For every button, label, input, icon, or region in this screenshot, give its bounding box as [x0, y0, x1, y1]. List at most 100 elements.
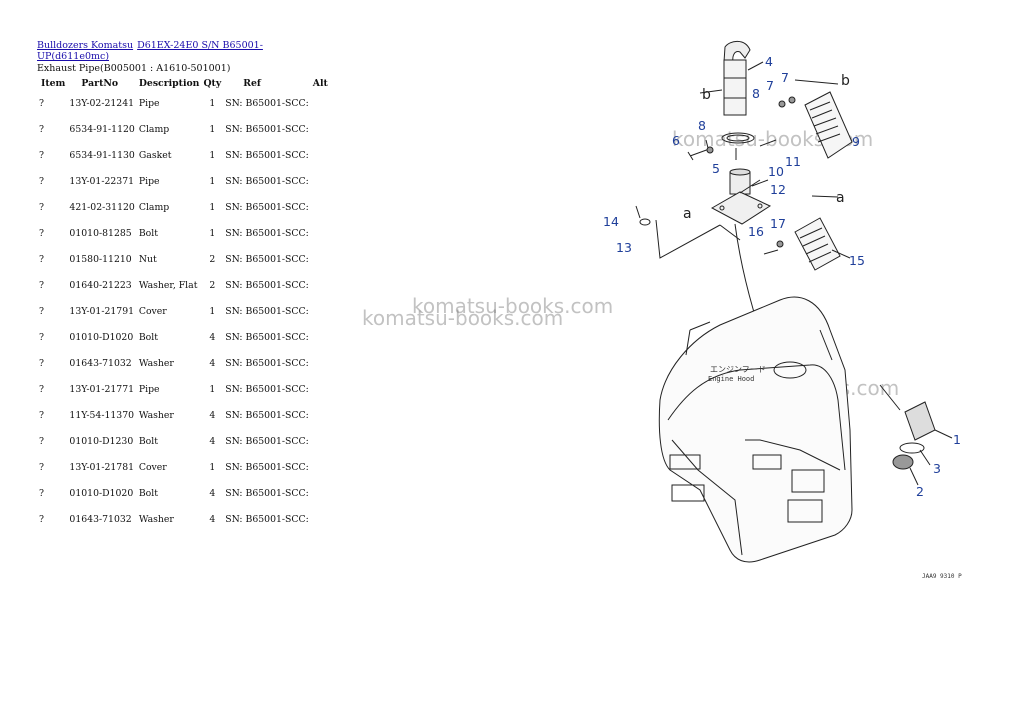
cell-alt — [311, 116, 330, 142]
cell-ref: SN: B65001-SCC: — [225, 305, 309, 317]
cell-partno: 01640-21223 — [69, 279, 132, 291]
cell-partno: 01010-D1020 — [69, 487, 134, 499]
cell-qty: 1 — [209, 201, 216, 213]
cell-item: ? — [39, 97, 44, 109]
drawing-code: JAA9 9310 P — [922, 573, 962, 580]
callout-16: 16 — [748, 224, 764, 239]
cell-item: ? — [39, 227, 44, 239]
cell-ref: SN: B65001-SCC: — [225, 279, 309, 291]
page-subtitle: Exhaust Pipe(B005001 : A1610-501001) — [37, 63, 231, 74]
cell-alt — [311, 324, 330, 350]
callout-5: 5 — [712, 161, 720, 176]
cell-partno: 01010-D1230 — [69, 435, 134, 447]
cell-description: Washer — [138, 409, 174, 421]
cell-description: Pipe — [138, 175, 160, 187]
cell-qty: 1 — [209, 461, 216, 473]
cell-alt — [311, 246, 330, 272]
watermark: komatsu-books.com — [412, 294, 614, 318]
cell-item: ? — [39, 305, 44, 317]
cell-alt — [311, 168, 330, 194]
cell-description: Pipe — [138, 383, 160, 395]
cell-ref: SN: B65001-SCC: — [225, 331, 309, 343]
cell-alt — [311, 298, 330, 324]
cell-ref: SN: B65001-SCC: — [225, 149, 309, 161]
cell-item: ? — [39, 331, 44, 343]
cell-alt — [311, 194, 330, 220]
connection-letter-a: a — [683, 206, 692, 222]
callout-12: 12 — [770, 182, 786, 197]
cell-partno: 13Y-01-21791 — [69, 305, 135, 317]
cell-partno: 01643-71032 — [69, 513, 132, 525]
cell-qty: 4 — [209, 435, 216, 447]
col-header-qty: Qty — [203, 78, 222, 89]
cell-ref: SN: B65001-SCC: — [225, 513, 309, 525]
connection-letter-b: b — [841, 73, 850, 89]
cell-ref: SN: B65001-SCC: — [225, 253, 309, 265]
cell-item: ? — [39, 357, 44, 369]
cell-item: ? — [39, 175, 44, 187]
cell-partno: 6534-91-1120 — [69, 123, 135, 135]
col-header-description: Description — [138, 78, 200, 89]
cell-description: Washer — [138, 357, 174, 369]
parts-table: Item PartNo Description Qty Ref Alt ?13Y… — [37, 77, 330, 532]
cell-item: ? — [39, 123, 44, 135]
connection-letter-b: b — [702, 87, 711, 103]
cell-description: Bolt — [138, 227, 158, 239]
cell-item: ? — [39, 409, 44, 421]
cell-partno: 01643-71032 — [69, 357, 132, 369]
hood-label-jp: エンジンフード — [710, 365, 766, 374]
callout-9: 9 — [852, 134, 860, 149]
cell-item: ? — [39, 487, 44, 499]
cell-qty: 4 — [209, 331, 216, 343]
cell-ref: SN: B65001-SCC: — [225, 175, 309, 187]
cell-ref: SN: B65001-SCC: — [225, 435, 309, 447]
cell-qty: 2 — [209, 279, 216, 291]
cell-alt — [311, 402, 330, 428]
cell-ref: SN: B65001-SCC: — [225, 409, 309, 421]
cell-qty: 2 — [209, 253, 216, 265]
cell-ref: SN: B65001-SCC: — [225, 97, 309, 109]
cell-ref: SN: B65001-SCC: — [225, 123, 309, 135]
cell-ref: SN: B65001-SCC: — [225, 201, 309, 213]
connection-letter-a: a — [836, 190, 845, 206]
cell-description: Nut — [138, 253, 157, 265]
cell-alt — [311, 480, 330, 506]
callout-17: 17 — [770, 216, 786, 231]
cell-description: Cover — [138, 305, 167, 317]
cell-partno: 13Y-01-22371 — [69, 175, 135, 187]
cell-ref: SN: B65001-SCC: — [225, 357, 309, 369]
callout-8: 8 — [752, 86, 760, 101]
cell-qty: 1 — [209, 305, 216, 317]
cell-alt — [311, 454, 330, 480]
cell-partno: 13Y-02-21241 — [69, 97, 135, 109]
callout-7: 7 — [781, 70, 789, 85]
cell-item: ? — [39, 279, 44, 291]
callout-3: 3 — [933, 461, 941, 476]
cell-alt — [311, 220, 330, 246]
callout-15: 15 — [849, 253, 865, 268]
cell-alt — [311, 506, 330, 532]
cell-ref: SN: B65001-SCC: — [225, 461, 309, 473]
callout-14: 14 — [603, 214, 619, 229]
cell-description: Cover — [138, 461, 167, 473]
cell-qty: 4 — [209, 409, 216, 421]
breadcrumb-link-model[interactable]: D61EX-24E0 S/N B65001-UP(d611e0mc) — [37, 40, 263, 62]
breadcrumb-link-category[interactable]: Bulldozers Komatsu — [37, 40, 134, 51]
cell-qty: 4 — [209, 487, 216, 499]
cell-qty: 1 — [209, 175, 216, 187]
cell-ref: SN: B65001-SCC: — [225, 227, 309, 239]
cell-partno: 01010-81285 — [69, 227, 132, 239]
